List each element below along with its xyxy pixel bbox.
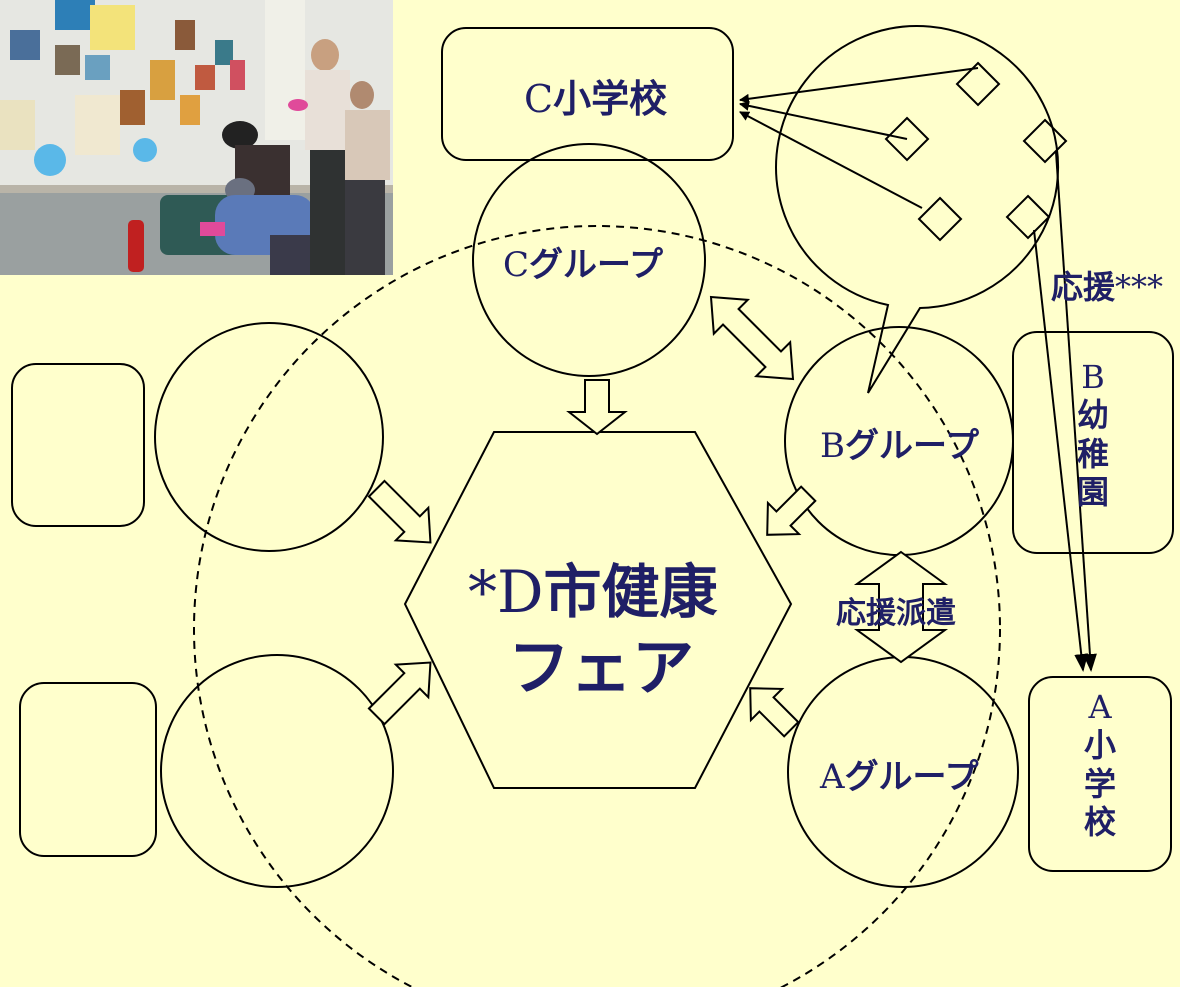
community-dashed-circle [193,225,1001,987]
speech-bubble [775,25,1060,394]
fair-hexagon [403,431,793,789]
block-arrow-b [766,485,817,536]
double-arrow-c-b [709,295,795,381]
diamond-1 [955,61,1001,107]
left-top-circle [154,322,384,552]
block-arrow-c [566,379,628,436]
block-arrow-left-bottom [367,661,432,726]
dispatch-label: 応援派遣 [836,596,956,631]
activity-photo [0,0,393,275]
diamond-5 [1005,194,1051,240]
c-school-box [441,27,734,161]
a-school-label: A 小 学 校 [1083,688,1116,842]
b-group-label: Bグループ [820,426,979,466]
block-arrow-left-top [367,479,432,544]
b-kindergarten-label: B 幼 稚 園 [1076,358,1109,512]
block-arrow-a [749,687,800,738]
support-label: 応援*** [1051,268,1164,306]
a-group-label: Aグループ [820,757,979,797]
diamond-3 [1022,118,1068,164]
left-bottom-box [19,682,157,857]
a-school-box [1028,676,1172,872]
c-group-circle [472,143,706,377]
fair-title-line2: フェア [508,631,695,704]
b-kindergarten-box [1012,331,1174,554]
left-top-box [11,363,145,527]
double-arrow-b-a [853,550,949,664]
diamond-2 [884,116,930,162]
diamond-4 [917,196,963,242]
c-school-label: C小学校 [524,77,668,121]
c-group-label: Cグループ [503,245,663,285]
fair-title-line1: *D市健康 [468,558,718,626]
left-bottom-circle [160,654,394,888]
